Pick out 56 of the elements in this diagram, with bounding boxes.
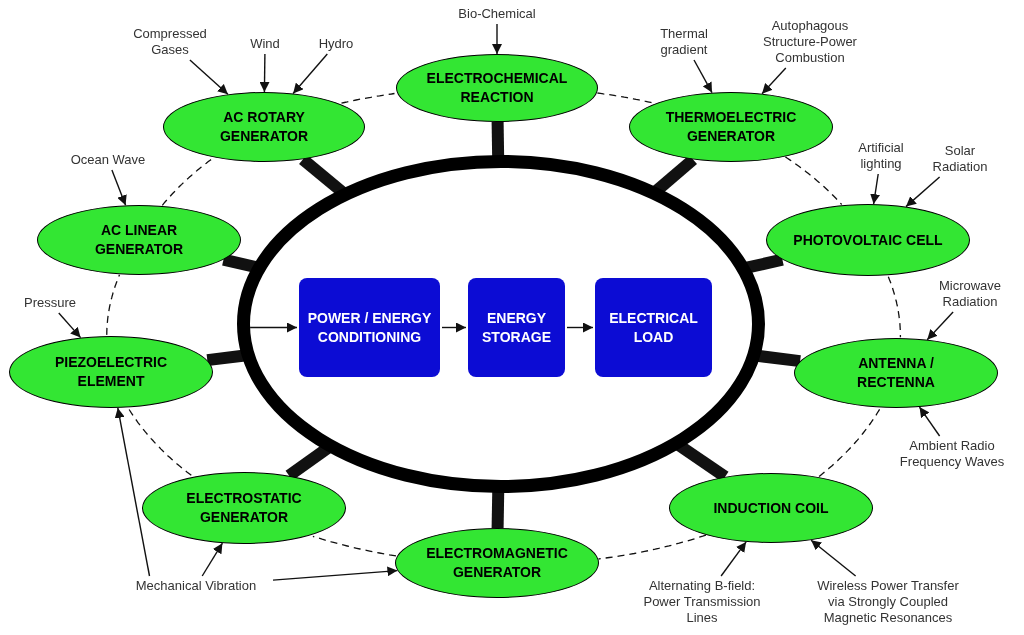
source-label: Compressed Gases <box>127 26 213 58</box>
node-label: ELECTROSTATIC GENERATOR <box>185 489 303 527</box>
node-label: AC ROTARY GENERATOR <box>218 108 310 146</box>
arrow <box>918 406 941 437</box>
arrow <box>111 169 127 206</box>
dashed-line <box>818 408 881 478</box>
arrow <box>201 542 224 577</box>
source-label: Ocean Wave <box>58 152 158 168</box>
source-label: Wireless Power Transfer via Strongly Coupled Magnetic Resonances <box>808 578 968 626</box>
source-label: Wind <box>243 36 287 52</box>
arrow <box>693 59 713 94</box>
node-label: ELECTRICAL LOAD <box>608 308 699 347</box>
node-label: AC LINEAR GENERATOR <box>93 221 185 259</box>
source-ellipse <box>142 472 346 544</box>
node-label: THERMOELECTRIC GENERATOR <box>664 108 798 146</box>
arrow <box>720 541 747 577</box>
source-label: Bio-Chemical <box>447 6 547 22</box>
node-label: PHOTOVOLTAIC CELL <box>793 230 943 250</box>
arrow <box>259 53 270 93</box>
node-label: ELECTROCHEMICAL REACTION <box>425 69 569 107</box>
node-label: INDUCTION COIL <box>713 498 829 518</box>
process-box <box>468 278 565 377</box>
source-label: Artificial lighting <box>847 140 915 172</box>
source-label: Pressure <box>15 295 85 311</box>
process-box <box>595 278 712 377</box>
source-label: Ambient Radio Frequency Waves <box>896 438 1008 470</box>
node-label: ENERGY STORAGE <box>481 308 552 347</box>
source-label: Hydro <box>312 36 360 52</box>
arrow <box>189 59 229 95</box>
arrow <box>441 322 467 333</box>
source-label: Alternating B-field: Power Transmission Lines <box>634 578 770 626</box>
dashed-line <box>887 276 902 338</box>
arrow <box>905 176 941 208</box>
source-label: Autophagous Structure-Power Combustion <box>747 18 873 66</box>
dashed-line <box>106 274 121 336</box>
dashed-line <box>597 534 707 560</box>
source-label: Microwave Radiation <box>928 278 1012 310</box>
arrow <box>114 407 151 577</box>
dashed-line <box>596 92 655 104</box>
dashed-line <box>784 156 843 206</box>
arrow <box>249 322 298 333</box>
process-box <box>299 278 440 377</box>
arrow <box>566 322 594 333</box>
dashed-line <box>128 408 192 476</box>
source-label: Solar Radiation <box>925 143 995 175</box>
source-label: Mechanical Vibration <box>121 578 271 594</box>
arrow <box>810 539 857 577</box>
node-label: ANTENNA / RECTENNA <box>856 354 936 392</box>
arrow <box>492 23 502 55</box>
arrow <box>870 173 881 205</box>
source-label: Thermal gradient <box>651 26 717 58</box>
node-label: ELECTROMAGNETIC GENERATOR <box>425 544 569 582</box>
dashed-line <box>312 535 397 557</box>
node-label: PIEZOELECTRIC ELEMENT <box>54 353 168 391</box>
node-label: POWER / ENERGY CONDITIONING <box>306 308 433 347</box>
dashed-line <box>340 92 396 104</box>
